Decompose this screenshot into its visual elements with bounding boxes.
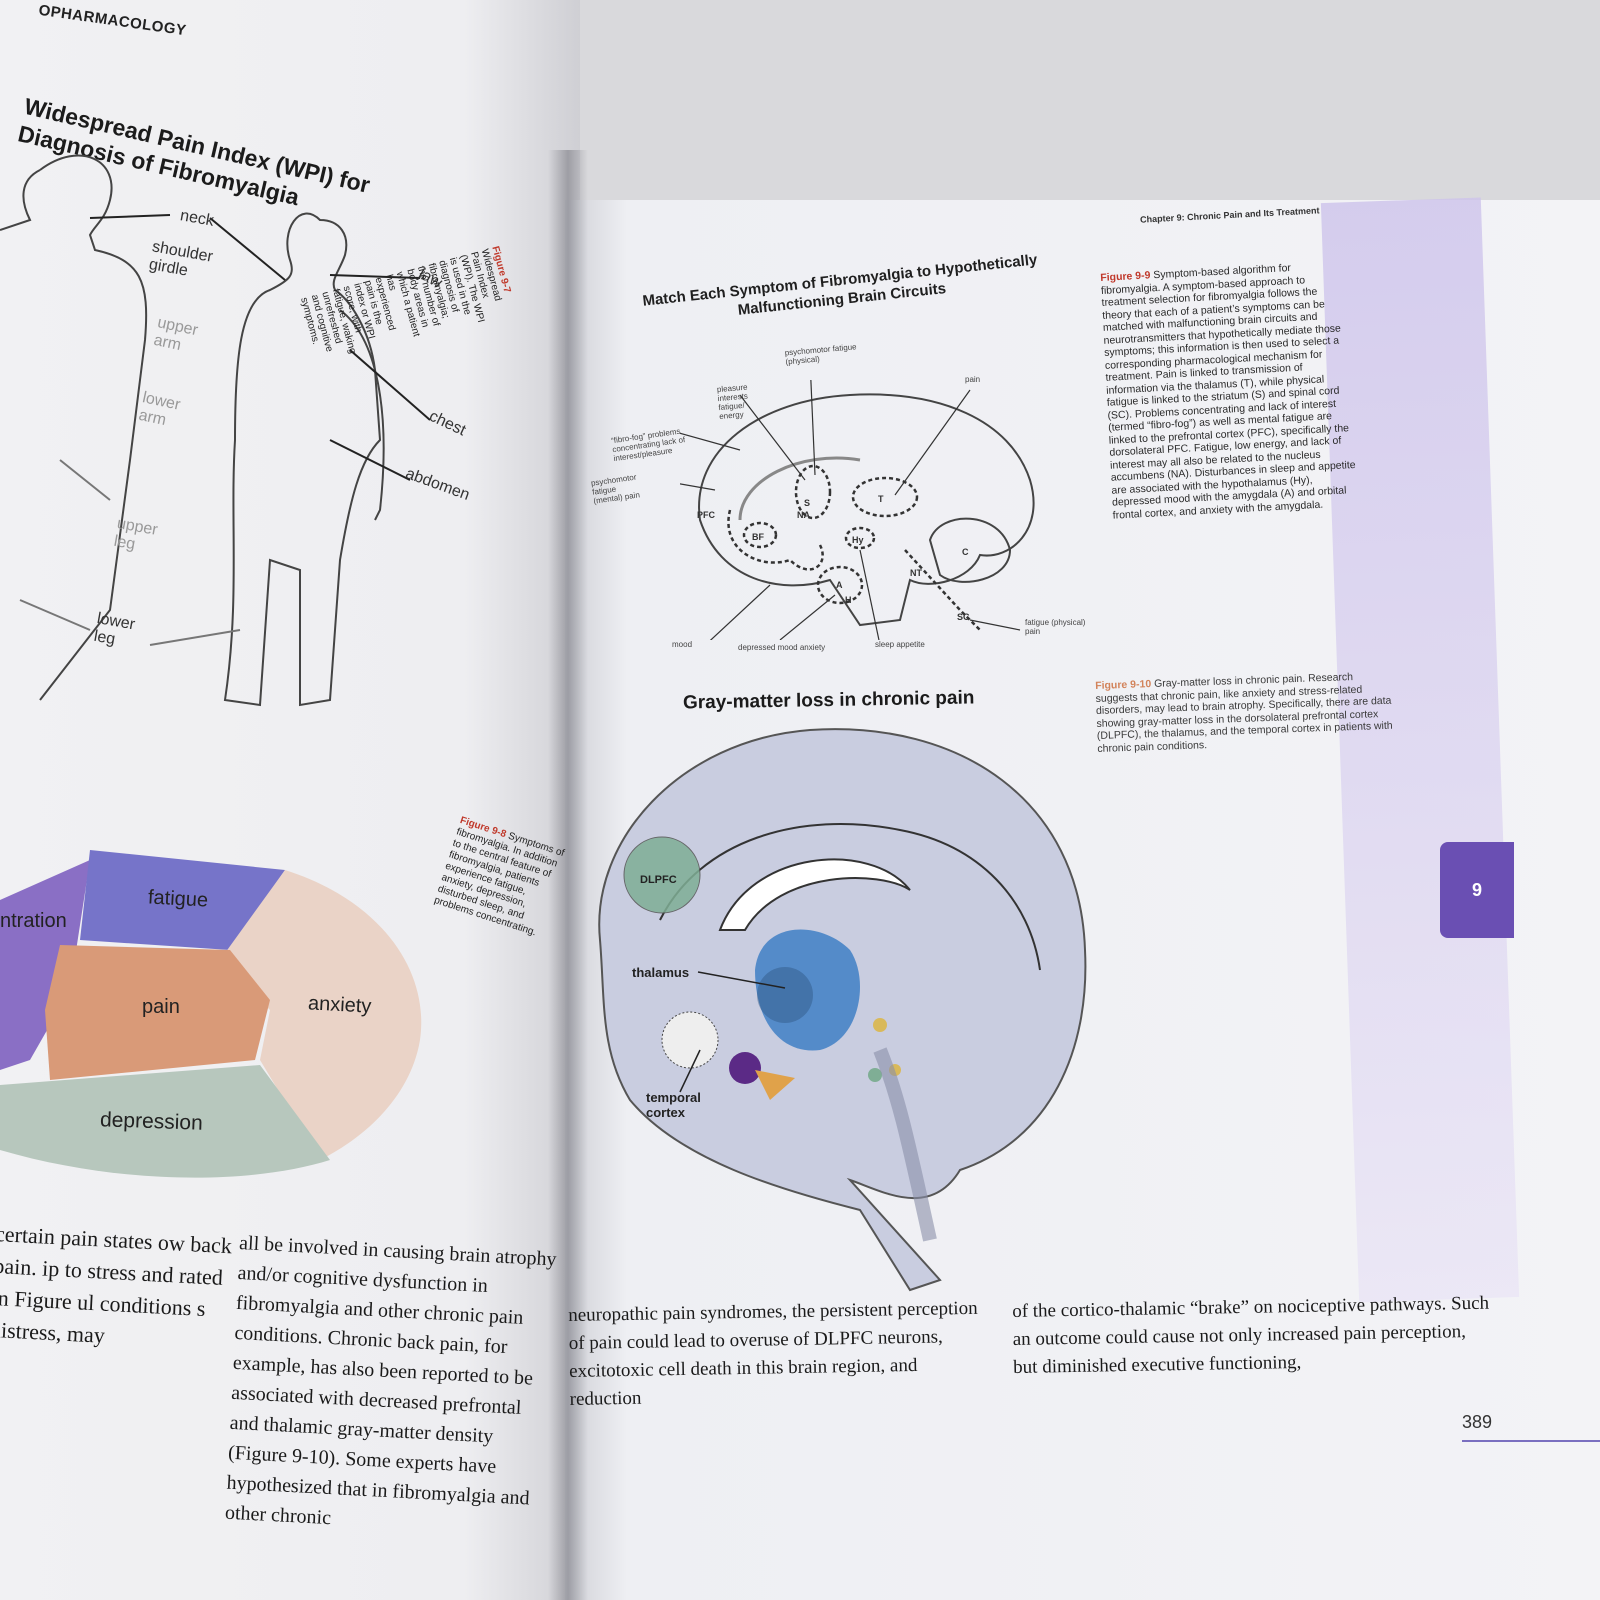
symptom-fatigue-physical: fatigue (physical) pain — [1025, 618, 1086, 636]
symptom-mood: mood — [672, 640, 693, 649]
puzzle-concentration: ntration — [0, 910, 67, 932]
region-a: A — [836, 580, 843, 590]
label-temporal-cortex: temporal cortex — [646, 1090, 701, 1120]
region-h: H — [845, 595, 852, 605]
page-number: 389 — [1462, 1412, 1493, 1432]
puzzle-fatigue: fatigue — [147, 886, 209, 912]
symptom-pleasure: pleasure interests fatigue/ energy — [716, 382, 749, 422]
body-figures-illustration — [0, 154, 431, 707]
label-dlpfc: DLPFC — [640, 874, 677, 886]
region-t: T — [878, 494, 884, 504]
region-c: C — [962, 547, 969, 557]
chapter-tab: 9 — [1440, 842, 1514, 938]
symptom-puzzle-illustration — [0, 850, 422, 1178]
book-gutter — [548, 150, 588, 1600]
region-hy: Hy — [852, 535, 864, 545]
region-sc: SC — [957, 612, 970, 622]
left-body-text-col2: all be involved in causing brain atrophy… — [224, 1231, 558, 1530]
region-bf: BF — [752, 532, 764, 542]
symptom-sleep: sleep appetite — [875, 640, 925, 649]
page-number-rule — [1462, 1440, 1600, 1442]
region-pfc: PFC — [697, 510, 715, 520]
label-thalamus: thalamus — [632, 965, 690, 980]
brain-circuits-diagram — [680, 380, 1035, 640]
puzzle-depression: depression — [99, 1108, 204, 1135]
right-body-text-col2: of the cortico-thalamic “brake” on nocic… — [1012, 1292, 1490, 1378]
symptom-pain: pain — [965, 375, 981, 384]
gray-matter-brain-illustration — [598, 728, 1087, 1292]
region-nt: NT — [910, 568, 922, 578]
figure-9-9-caption: Figure 9-9 Symptom-based algorithm for f… — [1100, 259, 1361, 522]
figure-9-9-text: Symptom-based algorithm for fibromyalgia… — [1100, 262, 1356, 522]
symptom-depressed-mood: depressed mood anxiety — [738, 643, 826, 652]
left-body-text-col1: certain pain states ow back pain. ip to … — [0, 1220, 233, 1348]
left-page — [0, 0, 580, 1600]
region-s: S — [804, 498, 811, 508]
region-na: NA — [797, 510, 810, 520]
puzzle-pain: pain — [142, 996, 180, 1018]
puzzle-anxiety: anxiety — [307, 992, 372, 1018]
figure-9-10-caption: Figure 9-10 Gray-matter loss in chronic … — [1095, 670, 1397, 755]
right-body-text-col1: neuropathic pain syndromes, the persiste… — [568, 1297, 978, 1410]
